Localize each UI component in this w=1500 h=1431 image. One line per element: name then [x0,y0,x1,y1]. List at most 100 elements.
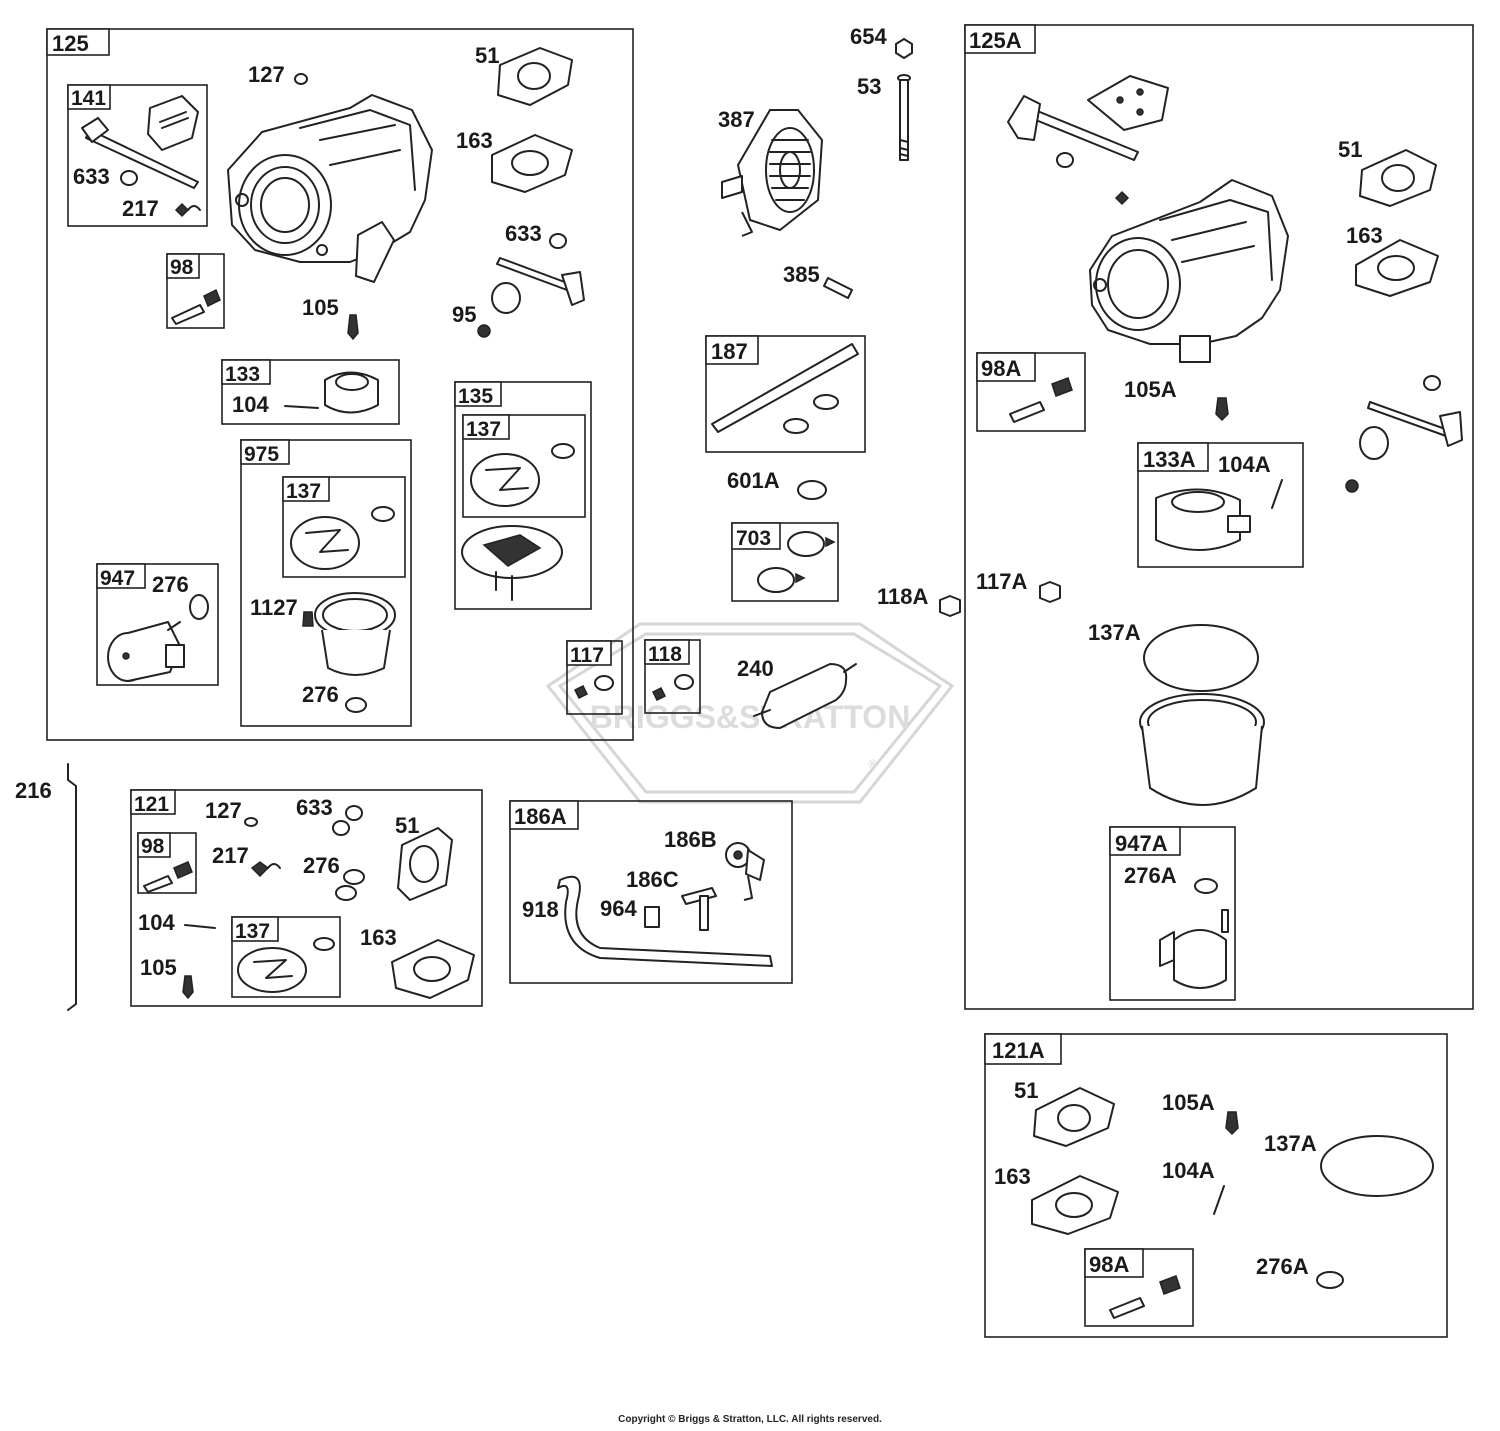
part-label-276A-b: 276A [1256,1254,1309,1279]
choke-shaft-141-drawing [81,95,199,189]
gasket-kit-137-a [470,453,540,507]
part-label-118A: 118A [877,584,928,609]
fitting-186C [681,887,717,931]
part-label-601A: 601A [727,468,780,493]
carburetor-body-drawing [227,94,433,283]
part-label-163: 163 [456,128,493,153]
group-label-135: 135 [458,385,493,408]
group-label-137-a: 137 [466,418,501,441]
gasket-163 [491,134,573,193]
solenoid-947 [107,621,185,682]
group-label-125: 125 [52,31,89,56]
part-label-633-c: 633 [296,795,333,820]
part-label-163-d: 163 [994,1164,1031,1189]
group-box-137-b [282,476,406,578]
group-box-125A [964,24,1474,1010]
washer-276-b [345,697,367,713]
part-label-276-c: 276 [303,853,340,878]
screw-95 [477,324,491,338]
part-label-51: 51 [475,43,499,68]
group-label-187: 187 [711,339,748,364]
part-label-633-b: 633 [505,221,542,246]
fuel-filter-240 [753,663,857,729]
gasket-51-d [1033,1087,1115,1147]
stud-53 [897,74,911,161]
group-label-98A: 98A [981,356,1021,381]
throttle-shaft-drawing [491,257,585,314]
part-label-127-b: 127 [205,798,242,823]
group-label-121A: 121A [992,1038,1045,1063]
part-label-654: 654 [850,24,887,49]
part-label-104: 104 [232,392,269,417]
bushing-633-b [549,233,567,249]
valve-186B [725,842,765,901]
part-label-217-b: 217 [212,843,249,868]
part-label-53: 53 [857,74,881,99]
float-bowl-drawing [314,592,396,676]
group-label-947: 947 [100,567,135,590]
nut-654 [895,38,913,59]
group-tag-137-b [282,476,330,502]
group-label-137-c: 137 [235,920,270,943]
group-tag-186A [509,800,579,830]
part-label-51-c: 51 [1338,137,1362,162]
group-tag-703 [731,522,781,550]
part-label-276-b: 276 [302,682,339,707]
jet-117 [573,684,589,700]
float-133 [324,371,379,414]
part-label-117A: 117A [976,569,1027,594]
group-label-947A: 947A [1115,831,1168,856]
bushing-633 [120,170,138,186]
group-label-98A-b: 98A [1089,1252,1129,1277]
group-label-121: 121 [134,793,169,816]
screw-385 [823,277,853,299]
group-tag-947 [96,563,146,589]
jet-118A [939,595,961,617]
group-box-187 [705,335,866,453]
group-box-121A [984,1033,1448,1338]
group-label-141: 141 [71,87,106,110]
screw-98 [171,304,205,325]
float-133A [1155,488,1251,551]
carburetor-body-125A-drawing [1089,179,1289,363]
part-label-137A-b: 137A [1264,1131,1317,1156]
group-label-98: 98 [170,256,194,279]
group-label-98-b: 98 [141,835,165,858]
group-tag-975 [240,439,290,465]
part-label-51-b: 51 [395,813,419,838]
group-tag-141 [67,84,111,110]
group-label-133: 133 [225,363,260,386]
part-label-95: 95 [452,302,476,327]
part-label-51-d: 51 [1014,1078,1038,1103]
group-186A-fuel-shutoff: 186A 186B 186C 918 964 [509,800,793,984]
group-label-125A: 125A [969,28,1022,53]
solenoid-947A [1159,909,1229,989]
choke-shaft-125A-drawing [1007,75,1169,161]
part-label-385: 385 [783,262,820,287]
clamps-703 [757,531,836,593]
group-box-703 [731,522,839,602]
group-tag-121A [984,1033,1062,1065]
group-tag-98-b [137,832,171,858]
group-label-137-b: 137 [286,480,321,503]
spring-98 [203,288,221,308]
part-label-104-b: 104 [138,910,175,935]
group-tag-137-c [231,916,279,942]
bowl-assembly-135 [461,525,563,601]
part-label-137A: 137A [1088,620,1141,645]
part-label-186C: 186C [626,867,679,892]
group-tag-135 [454,381,502,407]
hose-918 [557,875,773,967]
fuel-line-187 [711,343,859,434]
gasket-163-b [391,939,475,999]
group-tag-98A [976,352,1036,382]
group-box-947 [96,563,219,686]
group-tag-125 [46,28,110,56]
part-label-105A: 105A [1124,377,1177,402]
group-box-135 [454,381,592,610]
part-label-163-c: 163 [1346,223,1383,248]
sleeve-964 [644,906,660,928]
group-box-137-c [231,916,341,998]
part-label-217: 217 [122,196,159,221]
